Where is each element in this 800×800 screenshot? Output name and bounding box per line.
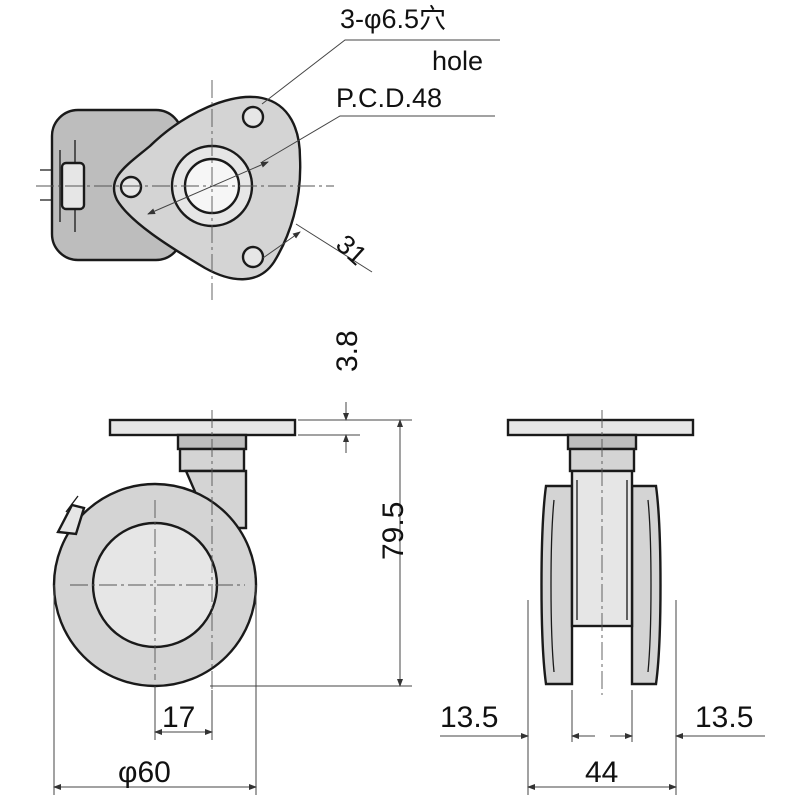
brake-lever-side <box>56 503 86 536</box>
dim-60-label: φ60 <box>118 756 171 789</box>
dim-3-8-label: 3.8 <box>331 330 364 372</box>
mount-hole-lower <box>241 245 265 269</box>
side-top-plate <box>108 418 297 437</box>
dim-31-label: 31 <box>330 229 372 271</box>
dim-13-5-right-label: 13.5 <box>695 701 753 734</box>
hole-label: hole <box>432 46 483 76</box>
hole-spec-label: 3-φ6.5穴 <box>340 4 446 34</box>
front-top-plate <box>506 418 695 437</box>
dim-13-5-left-label: 13.5 <box>440 701 498 734</box>
dim-79-5-label: 79.5 <box>377 502 410 560</box>
front-wheel-right <box>630 484 662 686</box>
hole-leader-line <box>261 39 500 105</box>
mount-hole-upper <box>241 105 265 129</box>
mount-hole-left <box>119 175 143 199</box>
pcd-leader-line <box>261 115 495 163</box>
front-wheel-left <box>540 484 574 686</box>
pcd-label: P.C.D.48 <box>336 83 442 113</box>
side-view: 3.8 79.5 17 φ60 <box>52 330 412 795</box>
dim-17-label: 17 <box>162 701 195 734</box>
dim-44-label: 44 <box>585 756 618 789</box>
top-view: 3-φ6.5穴 hole P.C.D.48 31 <box>36 4 500 300</box>
front-view: 13.5 13.5 44 <box>440 410 765 795</box>
